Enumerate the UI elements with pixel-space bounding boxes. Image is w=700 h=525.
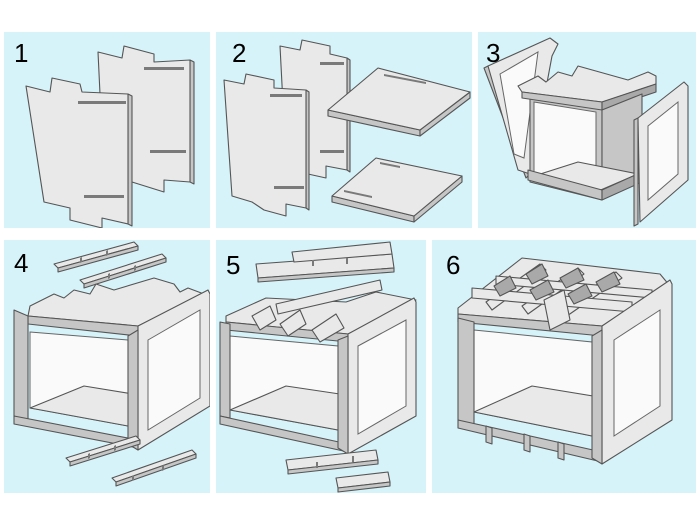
step-3-panel: 3: [478, 32, 696, 228]
step-5-number: 5: [226, 250, 241, 280]
step-5-illustration: [219, 241, 417, 493]
cabinet-body: [219, 279, 417, 455]
bottom-divider-strip: [285, 449, 391, 493]
step-3-number: 3: [486, 38, 501, 68]
step-6-panel: 6: [432, 240, 696, 493]
step-2-panel: 2: [216, 32, 472, 228]
cabinet-body: [13, 277, 210, 451]
cabinet-body: [517, 65, 657, 201]
step-4-panel: 4: [4, 240, 210, 493]
step-1-illustration: [25, 45, 195, 228]
step-5-panel: 5: [216, 240, 426, 493]
step-6-illustration: [457, 257, 673, 465]
bottom-crossbar-strip: [65, 435, 197, 487]
step-2-illustration: [223, 39, 471, 223]
bottom-board: [331, 157, 463, 223]
front-side-panel: [25, 77, 133, 228]
front-side-panel: [223, 73, 310, 217]
left-frame: [483, 37, 559, 179]
step-1-panel: 1: [4, 32, 210, 228]
step-2-number: 2: [232, 38, 247, 68]
top-crossbar-strip: [53, 241, 167, 289]
right-frame: [633, 81, 689, 227]
step-4-illustration: [13, 241, 210, 487]
step-3-illustration: [483, 37, 689, 227]
step-4-number: 4: [14, 248, 29, 278]
step-1-number: 1: [14, 38, 29, 68]
step-6-number: 6: [446, 250, 461, 280]
top-board: [327, 67, 471, 137]
top-divider-strip: [255, 241, 395, 283]
finished-cabinet: [457, 257, 673, 465]
